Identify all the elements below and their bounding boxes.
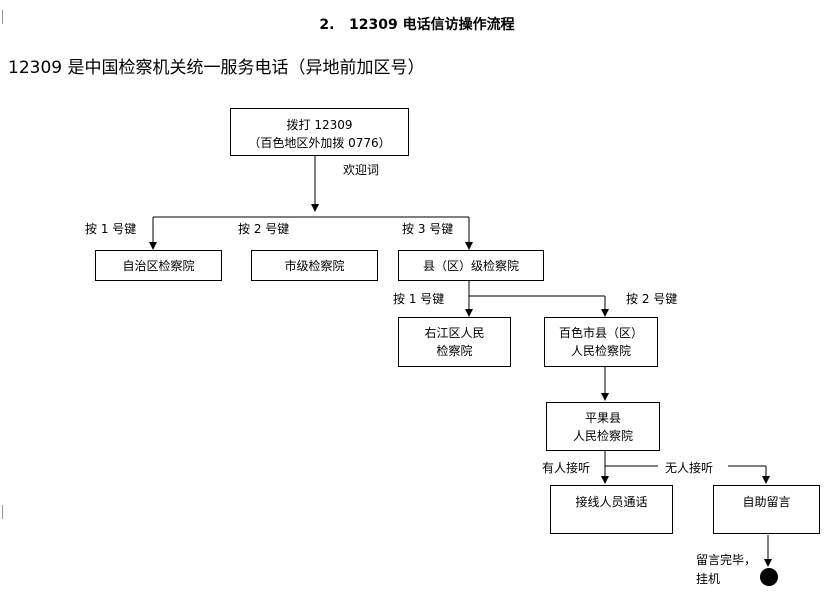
node-youjiang-line2: 检察院 <box>436 344 473 358</box>
node-baise-line1: 百色市县（区） <box>558 326 643 340</box>
node-dial: 拨打 12309 （百色地区外加拨 0776） <box>230 108 409 156</box>
node-operator-label: 接线人员通话 <box>575 495 648 509</box>
node-operator-call: 接线人员通话 <box>550 485 673 534</box>
page-margin-mark <box>2 10 3 24</box>
node-city-label: 市级检察院 <box>284 258 345 273</box>
label-key3: 按 3 号键 <box>402 222 454 236</box>
node-county-label: 县（区）级检察院 <box>422 258 519 273</box>
node-pingguo-procuratorate: 平果县 人民检察院 <box>546 402 660 451</box>
node-city-procuratorate: 市级检察院 <box>251 250 378 281</box>
label-key1-sub: 按 1 号键 <box>393 292 445 306</box>
label-hangup-line1: 留言完毕， <box>696 553 757 567</box>
node-baise-county-procuratorate: 百色市县（区） 人民检察院 <box>544 317 658 367</box>
label-hangup-line2: 挂机 <box>696 572 721 586</box>
intro-text: 12309 是中国检察机关统一服务电话（异地前加区号） <box>8 58 425 78</box>
page-title: 2. 12309 电话信访操作流程 <box>319 17 515 33</box>
node-pingguo-line2: 人民检察院 <box>572 428 633 443</box>
label-key2-sub: 按 2 号键 <box>626 292 678 306</box>
page-margin-mark <box>2 505 3 519</box>
node-dial-line2: （百色地区外加拨 0776） <box>248 136 391 150</box>
node-self-voicemail: 自助留言 <box>713 485 820 534</box>
label-no-answer: 无人接听 <box>665 461 714 475</box>
label-key1: 按 1 号键 <box>85 222 137 236</box>
node-autonomous-region-procuratorate: 自治区检察院 <box>95 250 222 281</box>
node-youjiang-line1: 右江区人民 <box>424 326 485 340</box>
node-dial-line1: 拨打 12309 <box>286 118 353 132</box>
node-baise-line2: 人民检察院 <box>570 344 631 358</box>
label-welcome: 欢迎词 <box>343 163 380 177</box>
label-answered: 有人接听 <box>542 461 591 475</box>
node-voicemail-label: 自助留言 <box>742 495 791 509</box>
label-key2: 按 2 号键 <box>238 222 290 236</box>
node-pingguo-line1: 平果县 <box>584 410 621 425</box>
end-terminal <box>760 568 778 586</box>
node-county-procuratorate: 县（区）级检察院 <box>398 250 544 281</box>
node-youjiang-procuratorate: 右江区人民 检察院 <box>398 317 511 367</box>
node-autonomous-label: 自治区检察院 <box>122 258 195 273</box>
